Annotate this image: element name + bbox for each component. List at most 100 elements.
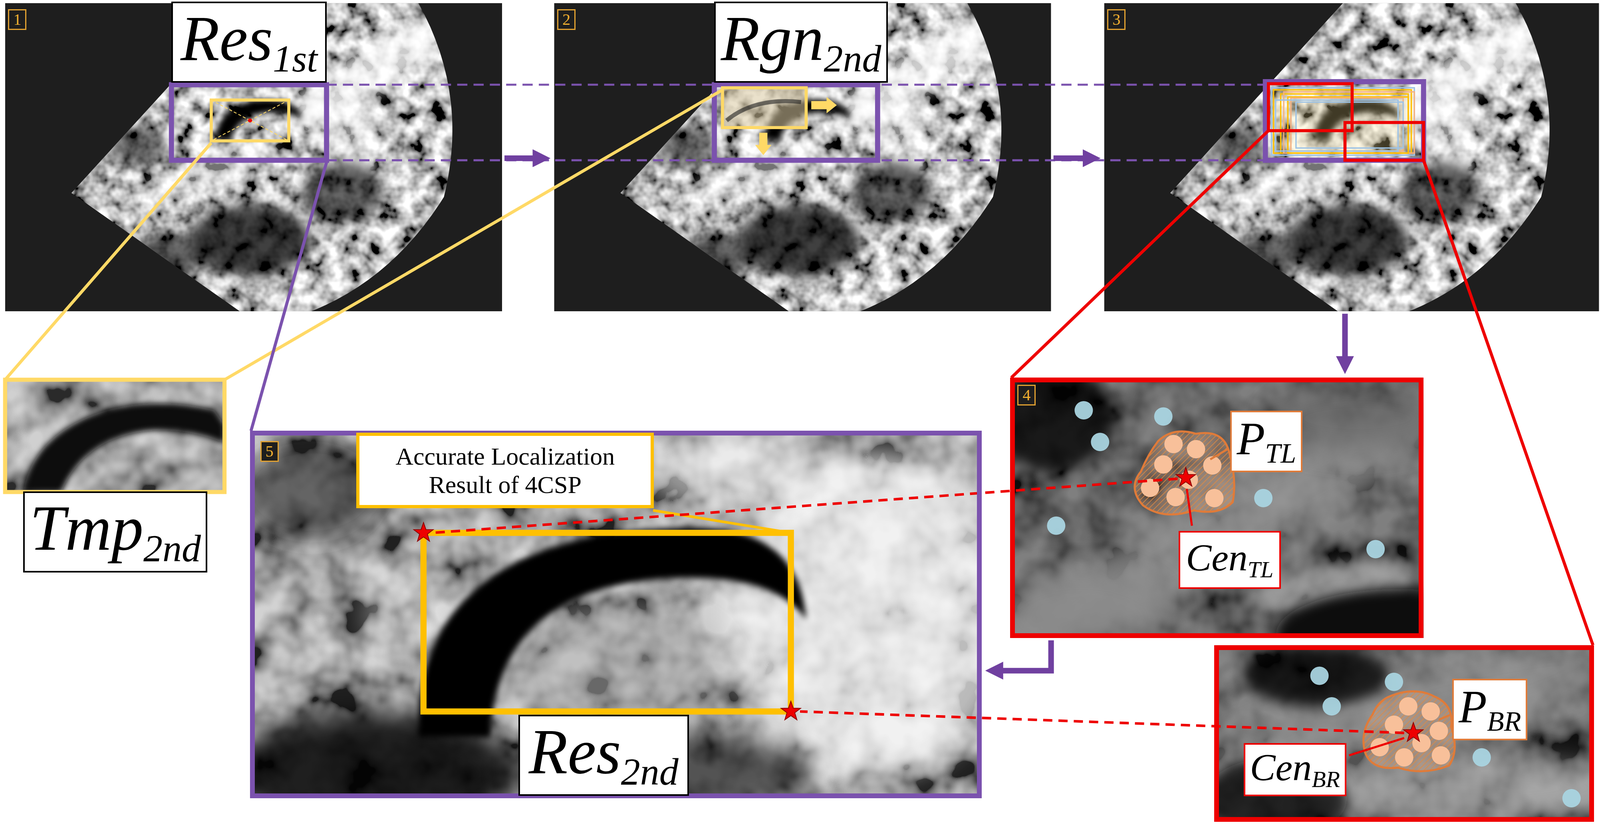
cluster-top-left (1186, 488, 1192, 526)
candidate-boxes (1296, 102, 1404, 149)
template-crop (5, 379, 225, 492)
zoom-leader (224, 89, 723, 380)
zoom-image (647, 430, 812, 513)
cluster-top-left (1134, 431, 1235, 515)
cluster-top-left (1046, 516, 1066, 535)
panel-number-text: 3 (1112, 10, 1121, 29)
cluster-bottom-right (1439, 714, 1452, 720)
symbol-text: Tmp (29, 492, 144, 564)
template-label: Tmp2nd (23, 491, 208, 573)
panel-number-text: 4 (1022, 385, 1031, 405)
cluster-bottom-right (1472, 748, 1491, 767)
cluster-top-left (1154, 455, 1173, 474)
cluster-top-left (1164, 434, 1183, 453)
cluster-top-left (1186, 439, 1205, 459)
flow-arrow (504, 155, 535, 161)
template-box (211, 99, 289, 141)
cluster-bottom-right (1363, 690, 1456, 771)
region-label: Rgn2nd (714, 1, 888, 83)
cluster-bottom-right (1310, 666, 1329, 685)
flow-arrow (1053, 155, 1085, 161)
ultrasound-image (5, 0, 503, 312)
subscript-text: 2nd (823, 37, 882, 80)
cluster-bottom-right (1395, 748, 1414, 767)
zoom-image (989, 566, 1174, 669)
image-panel: 3 (1104, 3, 1600, 312)
illustration (5, 0, 1600, 827)
panel-number: 4 (1017, 384, 1036, 406)
symbol-text: Res (180, 2, 273, 74)
label-text: PTL (1236, 415, 1297, 468)
point-set-label: PTL (1230, 410, 1303, 473)
zoom-image (418, 527, 806, 737)
label-text: Res1st (180, 6, 318, 78)
symbol-text: Rgn (720, 2, 824, 74)
corner-region (1268, 83, 1353, 132)
panel-number: 1 (7, 9, 27, 30)
localization-result (413, 510, 801, 720)
cluster-bottom-right (1431, 746, 1451, 765)
subscript-text: 2nd (621, 750, 679, 793)
cluster-top-left (1154, 406, 1173, 426)
cluster-top-left (1366, 539, 1385, 559)
symbol-text: P (1236, 412, 1265, 465)
center-label: CenBR (1243, 742, 1347, 797)
template-box (211, 99, 289, 141)
zoom-image (229, 430, 1016, 827)
subscript-text: 2nd (143, 526, 201, 570)
sliding-template (755, 132, 772, 155)
template-crop (5, 379, 225, 492)
subscript-text: BR (1486, 705, 1522, 737)
symbol-text: Cen (1185, 535, 1248, 579)
zoom-image (1192, 613, 1600, 827)
template-box (211, 99, 289, 141)
zoom-image (1244, 645, 1388, 707)
candidate-boxes (1287, 97, 1408, 154)
cluster-bottom-right (1349, 737, 1405, 755)
flow-arrow (1001, 640, 1051, 671)
panel-number: 3 (1107, 9, 1126, 30)
template-crop (23, 403, 225, 493)
search-box (1265, 81, 1424, 161)
localization-result (413, 522, 434, 541)
search-box (714, 84, 878, 161)
image-panel: 2 Rgn2nd (553, 3, 1051, 312)
panel-number-text: 5 (265, 442, 274, 461)
panel-number: 2 (557, 9, 576, 30)
zoom-panel: 4PTLCenTL (1010, 377, 1424, 638)
sliding-template (811, 97, 837, 114)
template-frame (5, 379, 225, 492)
zoom-leader (1423, 160, 1593, 646)
zoom-leader (251, 162, 327, 431)
guide-line (326, 83, 1266, 86)
corner-region (1344, 122, 1424, 161)
guide-line (326, 159, 1266, 162)
ultrasound-image (553, 0, 1051, 312)
result-label: Res1st (171, 1, 327, 83)
cluster-bottom-right (1363, 690, 1456, 771)
subscript-text: TL (1247, 556, 1274, 583)
cluster-bottom-right (1429, 721, 1449, 740)
cluster-bottom-right (1399, 696, 1418, 716)
template-crop (5, 379, 225, 492)
zoom-image (970, 367, 1521, 692)
flow-arrow (1341, 313, 1348, 358)
symbol-text: P (1458, 680, 1487, 733)
center-label: CenTL (1178, 530, 1281, 590)
panel-number-text: 2 (562, 10, 571, 29)
label-text: Rgn2nd (720, 6, 882, 78)
cluster-top-left (1204, 488, 1224, 508)
cluster-bottom-right (1310, 666, 1581, 808)
cluster-bottom-right (1384, 672, 1404, 691)
cluster-bottom-right (1562, 788, 1581, 808)
label-text: PBR (1458, 683, 1521, 736)
label-text: CenTL (1185, 538, 1274, 582)
cluster-top-left (1254, 488, 1273, 508)
zoom-panel: PBRCenBR (1214, 645, 1594, 822)
sliding-template (722, 87, 807, 128)
template-box (211, 99, 289, 141)
symbol-text: Cen (1250, 745, 1313, 789)
cluster-top-left (1140, 434, 1224, 507)
